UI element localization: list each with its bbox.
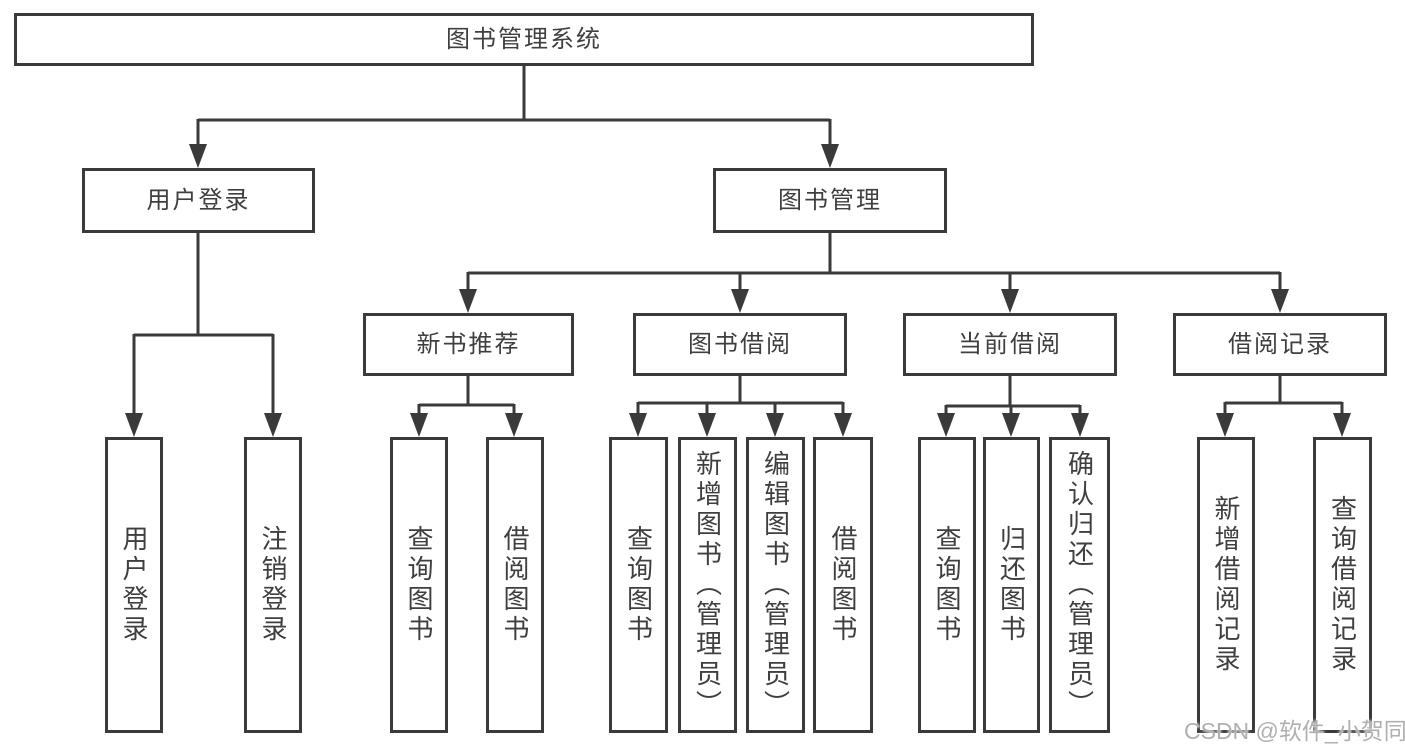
tree-edges xyxy=(132,66,1344,415)
node-book-borrow-label: 图书借阅 xyxy=(688,330,792,358)
leaf-logout: 注销登录 xyxy=(244,437,302,733)
node-current-borrow-label: 当前借阅 xyxy=(958,330,1062,358)
leaf-confirm-return-admin-label: 确认归还（管理员） xyxy=(1064,450,1095,720)
leaf-query-books-3: 查询图书 xyxy=(918,437,976,733)
leaf-confirm-return-admin: 确认归还（管理员） xyxy=(1049,437,1110,733)
leaf-query-books-1: 查询图书 xyxy=(390,437,448,733)
node-current-borrow: 当前借阅 xyxy=(903,313,1117,376)
leaf-return-books-label: 归还图书 xyxy=(996,525,1027,645)
leaf-edit-books-admin-label: 编辑图书（管理员） xyxy=(760,450,791,720)
node-borrow-records-label: 借阅记录 xyxy=(1228,330,1332,358)
node-user-login: 用户登录 xyxy=(82,168,315,233)
node-new-book-recommend-label: 新书推荐 xyxy=(416,330,521,358)
leaf-add-books-admin-label: 新增图书（管理员） xyxy=(692,450,723,720)
leaf-logout-label: 注销登录 xyxy=(258,525,288,645)
node-borrow-records: 借阅记录 xyxy=(1173,313,1387,376)
leaf-query-books-2-label: 查询图书 xyxy=(623,525,654,645)
leaf-user-login: 用户登录 xyxy=(105,437,163,733)
leaf-add-books-admin: 新增图书（管理员） xyxy=(678,437,737,733)
arrowheads xyxy=(125,144,1351,437)
leaf-edit-books-admin: 编辑图书（管理员） xyxy=(746,437,805,733)
node-book-borrow: 图书借阅 xyxy=(633,313,847,376)
node-system-root-label: 图书管理系统 xyxy=(446,25,602,53)
leaf-borrow-books-2: 借阅图书 xyxy=(813,437,873,733)
leaf-query-books-1-label: 查询图书 xyxy=(404,525,434,645)
leaf-add-borrow-record: 新增借阅记录 xyxy=(1197,437,1255,733)
node-book-management: 图书管理 xyxy=(713,168,947,233)
leaf-query-borrow-record: 查询借阅记录 xyxy=(1313,437,1372,733)
leaf-query-books-3-label: 查询图书 xyxy=(932,525,962,645)
csdn-watermark: CSDN @软件_小贺同学 xyxy=(1184,718,1405,744)
node-system-root: 图书管理系统 xyxy=(14,13,1034,66)
node-book-management-label: 图书管理 xyxy=(778,186,882,214)
leaf-borrow-books-1: 借阅图书 xyxy=(486,437,544,733)
node-user-login-label: 用户登录 xyxy=(146,186,251,214)
leaf-borrow-books-2-label: 借阅图书 xyxy=(828,525,858,645)
leaf-borrow-books-1-label: 借阅图书 xyxy=(500,525,530,645)
node-new-book-recommend: 新书推荐 xyxy=(363,313,574,376)
leaf-query-books-2: 查询图书 xyxy=(609,437,668,733)
leaf-add-borrow-record-label: 新增借阅记录 xyxy=(1211,495,1241,675)
leaf-return-books: 归还图书 xyxy=(983,437,1040,733)
leaf-query-borrow-record-label: 查询借阅记录 xyxy=(1327,495,1358,675)
leaf-user-login-label: 用户登录 xyxy=(119,525,149,645)
